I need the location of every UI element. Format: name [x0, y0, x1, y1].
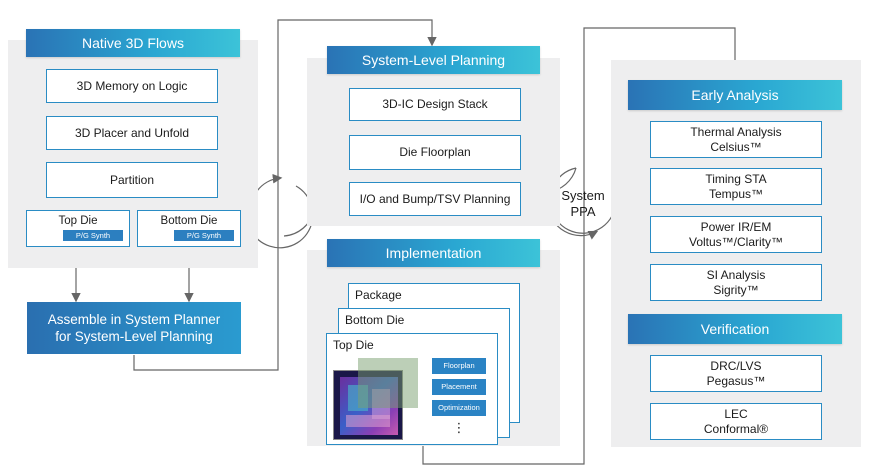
step-optimization: Optimization: [432, 400, 486, 416]
planning-item-io-bump-tsv: I/O and Bump/TSV Planning: [349, 182, 521, 216]
planning-item-design-stack: 3D-IC Design Stack: [349, 88, 521, 121]
early-analysis-title: Early Analysis: [628, 80, 842, 110]
system-ppa-label: System PPA: [561, 188, 605, 219]
arrow-implementation-to-analysis: [422, 27, 740, 465]
top-die-pg-synth-tag: P/G Synth: [63, 230, 123, 241]
bottom-die-pg-synth-tag: P/G Synth: [174, 230, 234, 241]
planning-item-die-floorplan: Die Floorplan: [349, 135, 521, 170]
bottom-die-card: Bottom Die P/G Synth: [137, 210, 241, 247]
layer-top-die-label: Top Die: [333, 338, 374, 352]
system-planning-title: System-Level Planning: [327, 46, 540, 74]
analysis-item-si: SI Analysis Sigrity™: [650, 264, 822, 301]
native-item-memory-on-logic: 3D Memory on Logic: [46, 69, 218, 103]
step-placement: Placement: [432, 379, 486, 395]
chip-layout-shadow: [358, 358, 418, 408]
more-steps-ellipsis: ⋮: [452, 420, 466, 435]
arrow-assemble-to-planning: [133, 19, 437, 371]
native-item-placer-unfold: 3D Placer and Unfold: [46, 116, 218, 150]
layer-package-label: Package: [355, 288, 402, 302]
analysis-item-timing: Timing STA Tempus™: [650, 168, 822, 205]
native-flows-title: Native 3D Flows: [26, 29, 240, 57]
layer-bottom-die-label: Bottom Die: [345, 313, 405, 327]
assemble-system-planner: Assemble in System Planner for System-Le…: [27, 302, 241, 354]
top-die-card: Top Die P/G Synth: [26, 210, 130, 247]
implementation-title: Implementation: [327, 239, 540, 267]
verification-title: Verification: [628, 314, 842, 344]
analysis-item-power: Power IR/EM Voltus™/Clarity™: [650, 216, 822, 253]
native-item-partition: Partition: [46, 162, 218, 198]
step-floorplan: Floorplan: [432, 358, 486, 374]
verification-item-drc-lvs: DRC/LVS Pegasus™: [650, 355, 822, 392]
top-die-label: Top Die: [58, 215, 98, 227]
bottom-die-label: Bottom Die: [160, 215, 218, 227]
analysis-item-thermal: Thermal Analysis Celsius™: [650, 121, 822, 158]
verification-item-lec: LEC Conformal®: [650, 403, 822, 440]
